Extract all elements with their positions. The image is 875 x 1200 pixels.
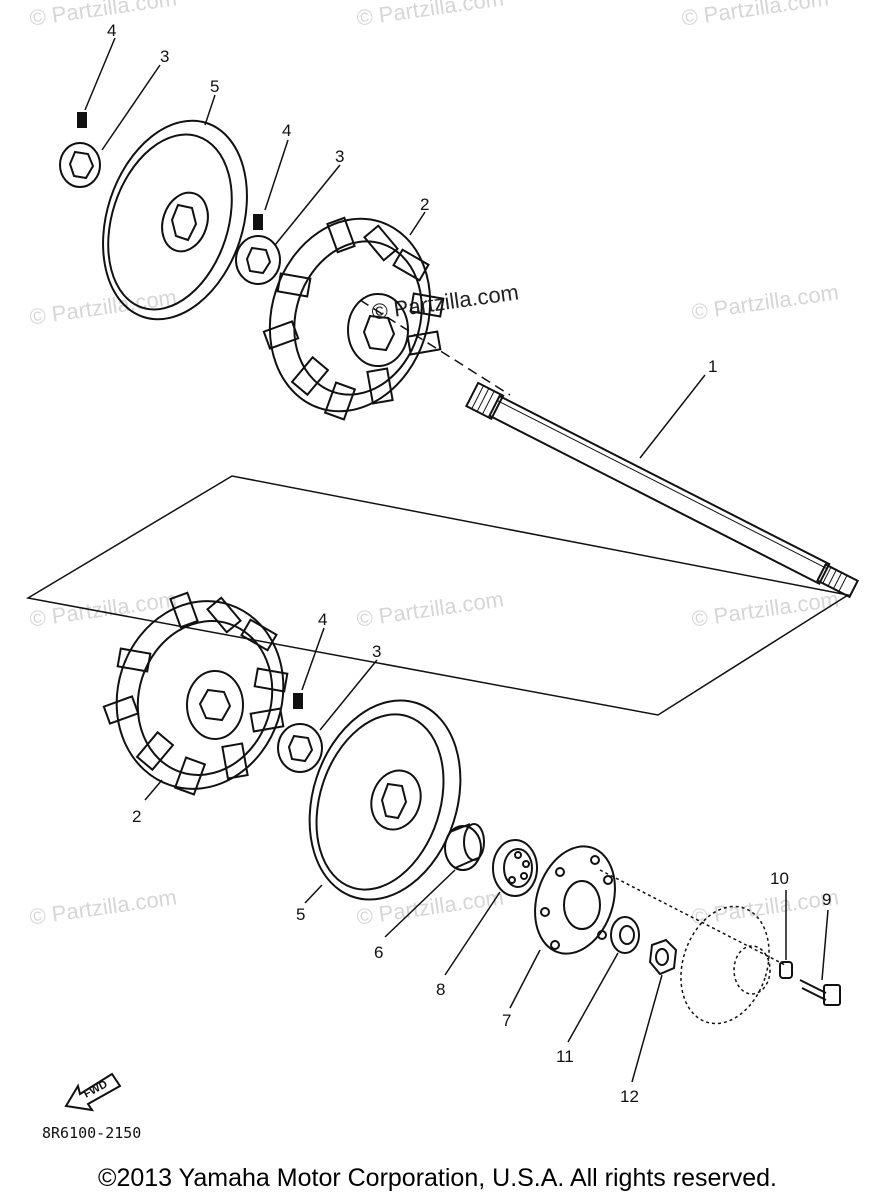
callout-5: 5 (210, 77, 219, 96)
collar-upper-mid (235, 235, 281, 285)
lock-washer (779, 961, 793, 979)
spacer (444, 823, 485, 871)
leader-lines (84, 37, 829, 1083)
callout-2: 2 (420, 195, 429, 214)
callout-3: 3 (372, 642, 381, 661)
callout-12: 12 (620, 1087, 639, 1106)
collar-lower (277, 723, 323, 773)
copyright-notice: ©2013 Yamaha Motor Corporation, U.S.A. A… (98, 1164, 777, 1192)
callout-8: 8 (436, 980, 445, 999)
callout-4: 4 (318, 610, 327, 629)
washer (610, 916, 640, 954)
set-screw-upper-mid (253, 214, 263, 230)
sprocket-lower (102, 591, 289, 796)
fwd-label: FWD (82, 1078, 110, 1100)
callout-9: 9 (822, 890, 831, 909)
callout-4: 4 (282, 121, 291, 140)
drive-shaft (465, 381, 860, 599)
set-screw-lower (293, 693, 303, 709)
collar-upper-left (59, 142, 101, 188)
callout-2: 2 (132, 807, 141, 826)
nut (648, 938, 678, 976)
bolt (799, 979, 841, 1006)
hub (599, 869, 786, 1025)
callout-10: 10 (770, 869, 789, 888)
bearing (492, 839, 538, 897)
callout-3: 3 (160, 47, 169, 66)
callout-3: 3 (335, 147, 344, 166)
flange-plate (534, 845, 616, 955)
callout-7: 7 (502, 1011, 511, 1030)
callout-6: 6 (374, 943, 383, 962)
callout-11: 11 (556, 1047, 574, 1066)
callouts: 4 3 5 4 3 2 1 4 3 2 5 6 8 7 11 12 10 9 F… (82, 21, 832, 1106)
callout-4: 4 (107, 21, 116, 40)
idler-wheel-upper (102, 119, 248, 321)
diagram-code: 8R6100-2150 (42, 1124, 142, 1142)
callout-1: 1 (708, 357, 717, 376)
sprocket-upper (262, 216, 445, 421)
idler-wheel-lower (308, 699, 462, 901)
callout-5: 5 (296, 905, 305, 924)
set-screw-upper-left (77, 112, 87, 128)
fwd-arrow-icon (64, 1072, 122, 1112)
